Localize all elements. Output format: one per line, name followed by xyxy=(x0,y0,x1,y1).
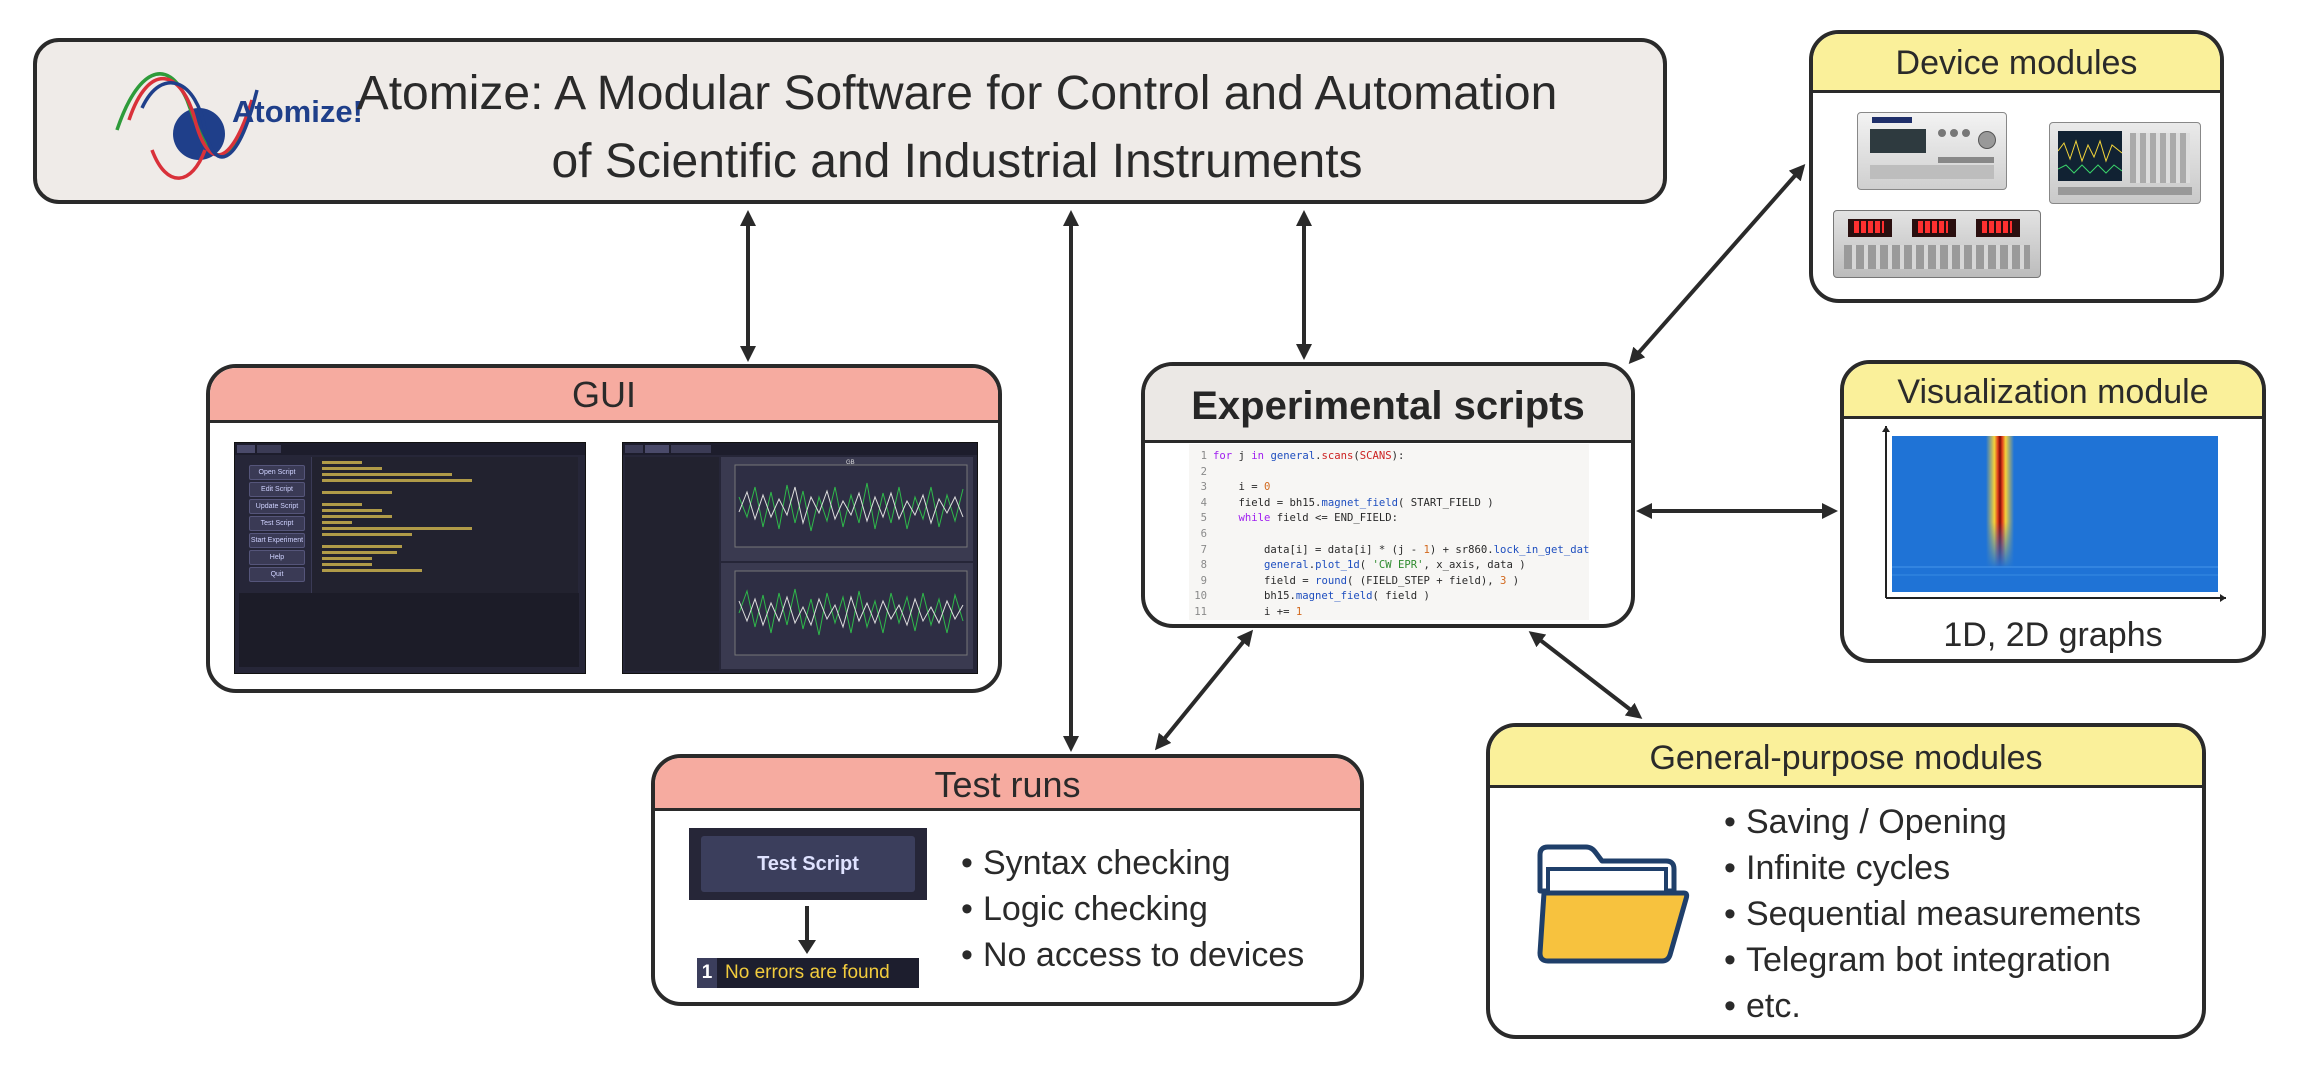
code-line-text: for j in general.scans(SCANS): xyxy=(1213,450,1405,462)
page-title-line-1: Atomize: A Modular Software for Control … xyxy=(356,67,1558,120)
code-line: 2 xyxy=(1189,464,1213,480)
tab-main[interactable] xyxy=(237,445,255,453)
code-line: 1 for j in general.scans(SCANS): xyxy=(1189,448,1405,464)
list-item: etc. xyxy=(1724,983,2141,1029)
gui-liveplot-window: GB xyxy=(622,442,978,674)
experimental-scripts-panel: Experimental scripts 1 for j in general.s… xyxy=(1141,362,1635,628)
code-line-text: field = round( (FIELD_STEP + field), 3 ) xyxy=(1213,574,1520,587)
plot-list[interactable] xyxy=(625,457,719,671)
oscilloscope-image xyxy=(2049,122,2201,204)
test-script-button[interactable]: Test Script xyxy=(701,836,915,892)
code-line-number: 6 xyxy=(1200,528,1207,540)
tab-control-window[interactable] xyxy=(671,445,711,453)
code-line-text: bh15.magnet_field( field ) xyxy=(1213,590,1430,603)
list-item: Saving / Opening xyxy=(1724,799,2141,845)
code-line-text: while field <= END_FIELD: xyxy=(1238,512,1398,525)
page-title-line-2: of Scientific and Industrial Instruments xyxy=(551,135,1363,188)
update-script-button[interactable]: Update Script xyxy=(249,499,305,514)
experimental-scripts-header: Experimental scripts xyxy=(1145,366,1631,443)
tab-main-2[interactable] xyxy=(625,445,643,453)
list-item: Sequential measurements xyxy=(1724,891,2141,937)
logo-text: Atomize! xyxy=(232,94,363,129)
code-line: 8 general.plot_1d( 'CW EPR', x_axis, dat… xyxy=(1189,557,1526,573)
code-line: 4 field = bh15.magnet_field( START_FIELD… xyxy=(1189,495,1494,511)
general-purpose-modules-panel: General-purpose modules Saving / Opening… xyxy=(1486,723,2206,1039)
test-result-line: 1 No errors are found xyxy=(697,958,919,988)
plot-panel-top: GB xyxy=(721,457,973,561)
code-line-number: 5 xyxy=(1200,512,1207,525)
gui-main-window: Open Script Edit Script Update Script Te… xyxy=(234,442,586,674)
plot-panel-bottom xyxy=(721,563,973,669)
gui-header: GUI xyxy=(210,368,998,423)
test-script-button-frame: Test Script xyxy=(689,828,927,900)
page-title: Atomize: A Modular Software for Control … xyxy=(337,60,1577,196)
code-line-number: 3 xyxy=(1200,481,1207,494)
frequency-counter-image xyxy=(1857,112,2007,190)
list-item: Telegram bot integration xyxy=(1724,937,2141,983)
list-item: Infinite cycles xyxy=(1724,845,2141,891)
visualization-caption: 1D, 2D graphs xyxy=(1943,616,2163,654)
code-line-number: 9 xyxy=(1200,574,1207,587)
start-experiment-button[interactable]: Start Experiment xyxy=(249,533,305,548)
code-line-text: general.plot_1d( 'CW EPR', x_axis, data … xyxy=(1264,559,1526,572)
general-purpose-list: Saving / Opening Infinite cycles Sequent… xyxy=(1724,799,2141,1029)
test-script-button-small[interactable]: Test Script xyxy=(249,516,305,531)
code-line: 6 xyxy=(1189,526,1213,542)
title-banner: Atomize! Atomize: A Modular Software for… xyxy=(33,38,1667,204)
list-item: Syntax checking xyxy=(961,840,1304,886)
code-line-number: 10 xyxy=(1194,590,1207,603)
code-line-number: 2 xyxy=(1200,465,1207,478)
code-line: 5 while field <= END_FIELD: xyxy=(1189,510,1398,526)
test-runs-header: Test runs xyxy=(655,758,1360,811)
code-line-number: 4 xyxy=(1200,496,1207,509)
tab-liveplot-2[interactable] xyxy=(645,445,669,453)
lock-in-amplifier-image xyxy=(1833,210,2041,278)
arrow-scripts-testruns xyxy=(1154,629,1254,751)
code-line-text: field = bh15.magnet_field( START_FIELD ) xyxy=(1213,496,1494,509)
open-script-button[interactable]: Open Script xyxy=(249,465,305,480)
code-line: 10 bh15.magnet_field( field ) xyxy=(1189,588,1430,604)
code-line: 7 data[i] = data[i] * (j - 1) + sr860.lo… xyxy=(1189,542,1589,558)
test-runs-panel: Test runs Test Script 1 No errors are fou… xyxy=(651,754,1364,1006)
folder-icon xyxy=(1537,844,1690,964)
plot-title-top: GB xyxy=(846,460,855,466)
atomize-logo-icon xyxy=(115,72,259,180)
code-line-number: 1 xyxy=(1200,450,1207,462)
arrow-scripts-general xyxy=(1528,631,1643,719)
visualization-module-header: Visualization module xyxy=(1844,364,2262,419)
code-line-text: i += 1 xyxy=(1213,606,1303,618)
heatmap-plot xyxy=(1882,426,2226,602)
code-line-number: 11 xyxy=(1194,606,1207,618)
code-line: 3 i = 0 xyxy=(1189,479,1271,495)
down-arrow-icon xyxy=(798,906,816,954)
output-console xyxy=(239,593,579,667)
code-line-text: data[i] = data[i] * (j - 1) + sr860.lock… xyxy=(1213,543,1589,556)
visualization-module-panel: Visualization module xyxy=(1840,360,2266,663)
test-result-text: No errors are found xyxy=(725,962,890,983)
tab-liveplot[interactable] xyxy=(257,445,281,453)
code-line-text: i = 0 xyxy=(1213,481,1271,494)
device-modules-header: Device modules xyxy=(1813,34,2220,93)
atomize-logo: Atomize! xyxy=(87,60,367,190)
code-line-number: 8 xyxy=(1200,559,1207,572)
test-checks-list: Syntax checking Logic checking No access… xyxy=(961,840,1304,978)
script-editor[interactable] xyxy=(311,457,578,593)
code-line: 9 field = round( (FIELD_STEP + field), 3… xyxy=(1189,573,1520,589)
quit-button[interactable]: Quit xyxy=(249,567,305,582)
plot-bottom-chart xyxy=(734,570,968,656)
list-item: No access to devices xyxy=(961,932,1304,978)
help-button[interactable]: Help xyxy=(249,550,305,565)
code-line: 11 i += 1 xyxy=(1189,604,1302,620)
device-modules-panel: Device modules xyxy=(1809,30,2224,303)
list-item: Logic checking xyxy=(961,886,1304,932)
plot-top-chart: GB xyxy=(734,460,968,548)
line-number: 1 xyxy=(697,958,717,988)
arrow-scripts-devices xyxy=(1628,164,1806,364)
edit-script-button[interactable]: Edit Script xyxy=(249,482,305,497)
code-line-number: 7 xyxy=(1200,543,1207,556)
general-purpose-header: General-purpose modules xyxy=(1490,727,2202,788)
gui-panel: GUI Open Script Edit Script Update Scrip… xyxy=(206,364,1002,693)
